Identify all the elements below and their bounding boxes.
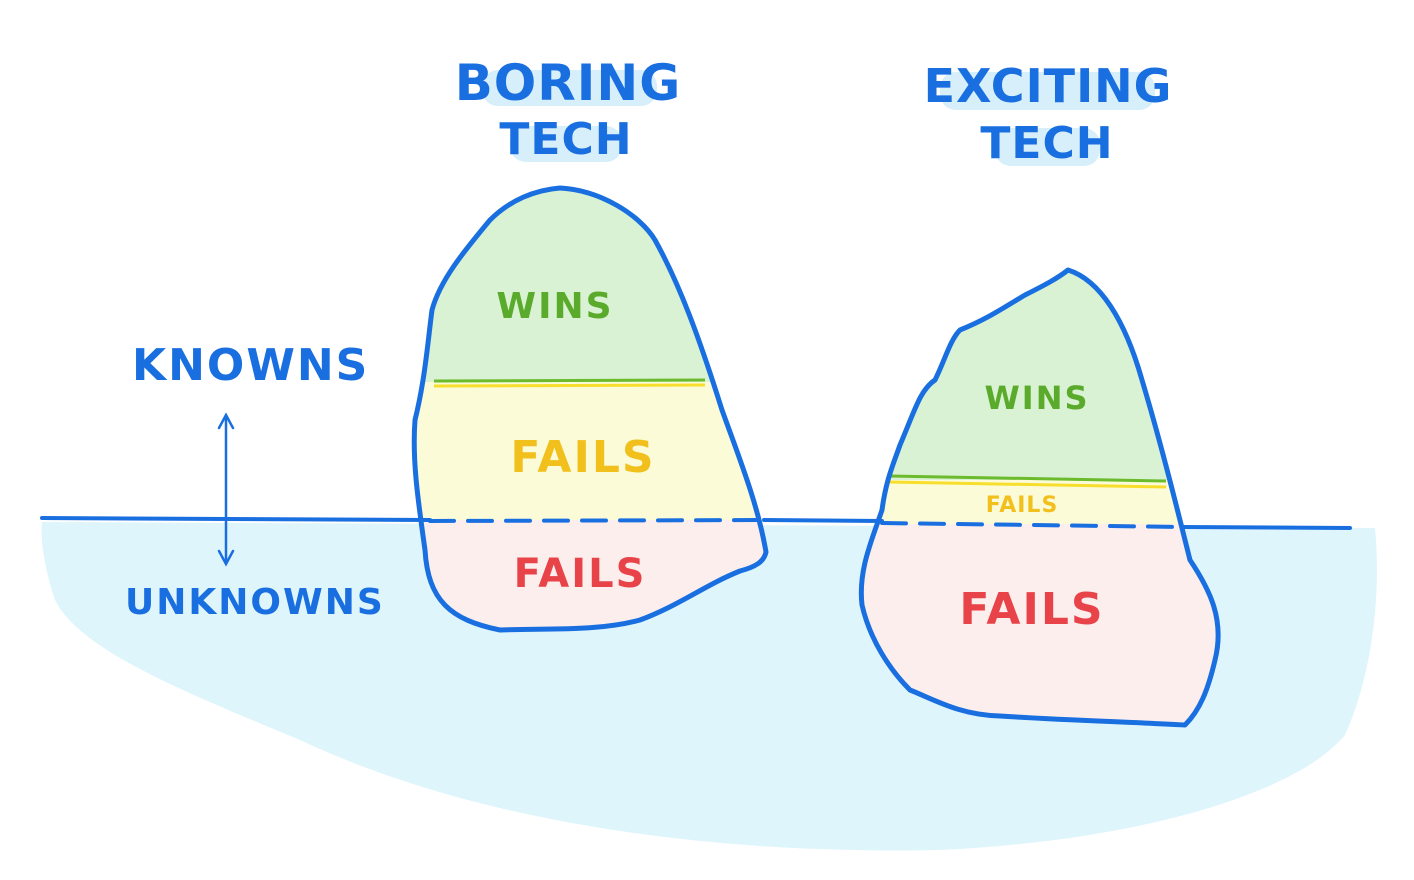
fails-known-region xyxy=(414,382,766,520)
waterline xyxy=(40,516,1352,530)
fails-divider xyxy=(433,383,706,388)
boring-tech-title-line1: BORING xyxy=(455,54,682,112)
title-highlight xyxy=(482,70,657,106)
boring-tech-title-line2: TECH xyxy=(499,114,632,165)
title-highlight xyxy=(995,128,1100,166)
title-highlight xyxy=(510,126,622,162)
fails-divider xyxy=(887,480,1167,489)
wins-label: WINS xyxy=(496,286,613,327)
fails-unknown-region xyxy=(861,524,1219,725)
wins-label: WINS xyxy=(984,379,1089,417)
fails-known-label: FAILS xyxy=(986,493,1059,518)
fails-unknown-label: FAILS xyxy=(514,551,647,597)
wins-divider xyxy=(433,378,706,383)
fails-unknown-label: FAILS xyxy=(959,584,1104,635)
exciting-tech-title-line1: EXCITING xyxy=(924,59,1173,113)
title-highlight xyxy=(940,72,1155,110)
double-arrow-icon xyxy=(217,412,235,567)
knowns-label: KNOWNS xyxy=(132,340,369,391)
wins-region xyxy=(861,270,1219,480)
iceberg-outline xyxy=(858,267,1221,728)
wins-divider xyxy=(887,474,1167,483)
exciting-tech-title-line2: TECH xyxy=(980,118,1113,169)
wins-region xyxy=(414,188,766,382)
unknowns-label: UNKNOWNS xyxy=(125,582,385,623)
iceberg-outline xyxy=(411,185,769,633)
fails-known-label: FAILS xyxy=(510,432,655,483)
